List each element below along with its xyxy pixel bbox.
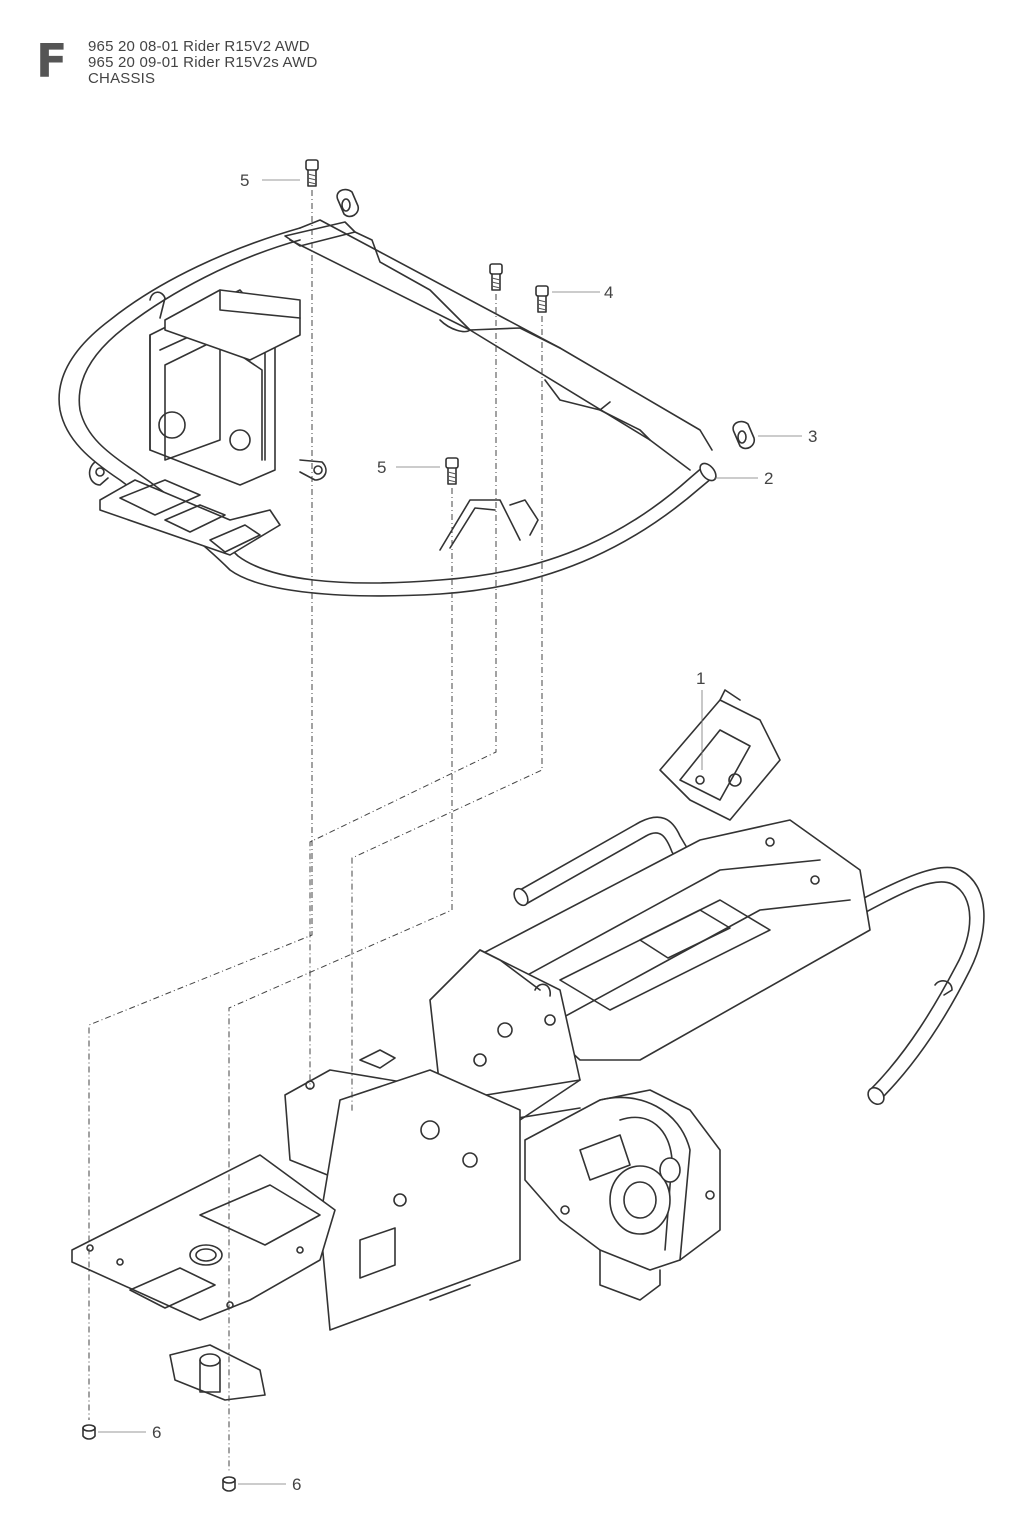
front-bumper-frame (58, 219, 717, 597)
callout-6-bottom: 6 (238, 1475, 301, 1494)
callout-label-6-left: 6 (152, 1423, 161, 1442)
title-block: 965 20 08-01 Rider R15V2 AWD 965 20 09-0… (88, 39, 318, 87)
bolt-4 (535, 285, 549, 313)
bolt-4-left (489, 263, 503, 291)
grommet-top (336, 188, 360, 218)
bolt-5-middle (445, 457, 459, 485)
grommet-3 (732, 420, 756, 450)
callout-5-middle: 5 (377, 458, 440, 477)
callout-label-3: 3 (808, 427, 817, 446)
callout-label-1: 1 (696, 669, 705, 688)
callout-label-2: 2 (764, 469, 773, 488)
callout-label-5-top: 5 (240, 171, 249, 190)
bolt-5-top (305, 159, 319, 187)
callout-3: 3 (758, 427, 817, 446)
callout-5-top: 5 (240, 171, 300, 190)
section-letter: F (36, 34, 68, 88)
callout-2: 2 (714, 469, 773, 488)
nut-6-left (82, 1424, 96, 1440)
section-title: CHASSIS (88, 70, 156, 87)
callout-6-left: 6 (98, 1423, 161, 1442)
callout-label-6-bottom: 6 (292, 1475, 301, 1494)
nut-6-bottom (222, 1476, 236, 1492)
main-chassis (71, 689, 985, 1401)
callout-label-4: 4 (604, 283, 613, 302)
model-line-1: 965 20 08-01 Rider R15V2 AWD (88, 38, 310, 55)
callout-4: 4 (552, 283, 613, 302)
model-line-2: 965 20 09-01 Rider R15V2s AWD (88, 54, 318, 71)
callout-1: 1 (696, 669, 705, 770)
callout-label-5-middle: 5 (377, 458, 386, 477)
assembly-lines (88, 190, 543, 1472)
